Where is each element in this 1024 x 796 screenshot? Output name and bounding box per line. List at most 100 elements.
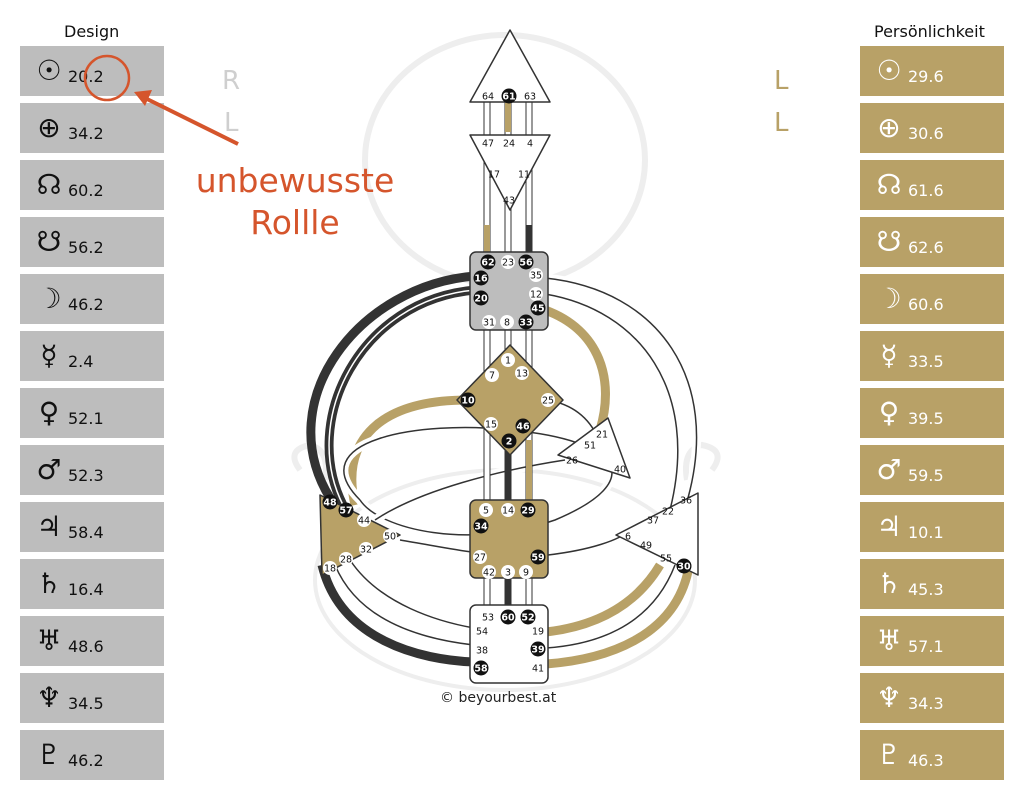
design-planet-value: 46.2 (68, 750, 104, 770)
uranus-icon: ♅ (36, 624, 62, 657)
design-planet-value: 46.2 (68, 294, 104, 314)
gate-46: 46 (515, 418, 531, 434)
gate-17-label: 17 (488, 170, 500, 181)
personality-planet-value: 33.5 (908, 351, 944, 371)
channel-solar-root-inner (545, 562, 664, 637)
personality-planet-value: 61.6 (908, 180, 944, 200)
design-planet-row: ☽ 46.2 (20, 274, 164, 324)
personality-planet-row: ♇46.3 (860, 730, 1004, 780)
gate-12: 12 (529, 287, 543, 301)
design-planet-value: 16.4 (68, 579, 104, 599)
gate-41: 41 (532, 664, 544, 675)
gate-51-label: 51 (584, 441, 596, 452)
gate-4-label: 4 (527, 139, 533, 150)
gate-9-marker (519, 565, 533, 579)
personality-planet-value: 34.3 (908, 693, 944, 713)
north-node-icon: ☊ (876, 168, 902, 201)
gate-8-marker (500, 315, 514, 329)
personality-planet-value: 30.6 (908, 123, 944, 143)
gate-25-label: 25 (542, 396, 554, 407)
design-planet-value: 34.2 (68, 123, 104, 143)
gate-48-marker (322, 494, 338, 510)
gate-63: 63 (524, 92, 536, 103)
gate-37: 37 (647, 516, 659, 527)
design-arrow-top: R (222, 66, 241, 96)
design-planet-row: ⊕34.2 (20, 103, 164, 153)
personality-planet-value: 45.3 (908, 579, 944, 599)
gate-41-label: 41 (532, 664, 544, 675)
annotation-text: unbewusste Rollle (175, 160, 415, 244)
channel-solar-root-outer (545, 559, 695, 669)
gate-34-label: 34 (474, 522, 488, 533)
gate-7: 7 (485, 368, 499, 382)
gate-44-label: 44 (358, 516, 370, 527)
channel-ego-throat (543, 305, 610, 432)
gate-22-label: 22 (662, 507, 674, 518)
personality-planet-row: ♀39.5 (860, 388, 1004, 438)
personality-planet-row: ☉29.6 (860, 46, 1004, 96)
gate-42-marker (482, 565, 496, 579)
gate-36: 36 (680, 496, 692, 507)
gate-32-marker (359, 542, 373, 556)
gate-18-marker (323, 561, 337, 575)
gate-1: 1 (501, 353, 515, 367)
gate-64-label: 64 (482, 92, 494, 103)
gate-57-label: 57 (339, 506, 352, 517)
personality-planet-row: ♂59.5 (860, 445, 1004, 495)
gate-28: 28 (339, 552, 353, 566)
moon-icon: ☽ (36, 282, 62, 315)
gate-50-label: 50 (384, 532, 396, 543)
gate-39: 39 (530, 641, 546, 657)
design-planet-row: ♂52.3 (20, 445, 164, 495)
gate-1-marker (501, 353, 515, 367)
gate-45: 45 (530, 300, 546, 316)
centers (319, 29, 699, 684)
gate-26: 26 (566, 456, 578, 467)
gate-50: 50 (383, 529, 397, 543)
north-node-icon: ☊ (36, 168, 62, 201)
gate-1-label: 1 (505, 356, 511, 367)
gate-61-marker (501, 88, 517, 104)
gate-16-marker (473, 270, 489, 286)
gate-25-marker (541, 393, 555, 407)
gate-59: 59 (530, 549, 546, 565)
gate-2-label: 2 (506, 437, 513, 448)
channel-spleen-root-outer (317, 563, 475, 667)
personality-planet-row: ♆34.3 (860, 673, 1004, 723)
gate-7-marker (485, 368, 499, 382)
gate-5-label: 5 (483, 506, 489, 517)
gate-59-marker (530, 549, 546, 565)
gate-49: 49 (640, 541, 652, 552)
gate-56-marker (518, 254, 534, 270)
gate-13-label: 13 (516, 369, 528, 380)
personality-planet-row: ☋62.6 (860, 217, 1004, 267)
gate-34-marker (473, 518, 489, 534)
personality-arrow-top: L (774, 66, 789, 96)
gate-32-label: 32 (360, 545, 372, 556)
gate-30: 30 (676, 558, 692, 574)
gate-3-label: 3 (505, 568, 511, 579)
gate-27-label: 27 (474, 553, 486, 564)
neptune-icon: ♆ (36, 681, 62, 714)
uranus-icon: ♅ (876, 624, 902, 657)
gate-55: 55 (660, 554, 672, 565)
personality-planet-value: 10.1 (908, 522, 944, 542)
gate-51: 51 (584, 441, 596, 452)
gate-57: 57 (338, 502, 354, 518)
gate-43-label: 43 (503, 196, 515, 207)
gate-28-label: 28 (340, 555, 352, 566)
gate-24-label: 24 (503, 139, 515, 150)
gate-3: 3 (501, 565, 515, 579)
gate-5-marker (479, 503, 493, 517)
gate-60: 60 (500, 609, 516, 625)
gate-40-label: 40 (614, 465, 626, 476)
gate-33-label: 33 (519, 318, 532, 329)
gate-35-marker (529, 268, 543, 282)
gate-20-label: 20 (474, 294, 488, 305)
gate-16: 16 (473, 270, 489, 286)
gate-46-label: 46 (516, 422, 530, 433)
sun-icon: ☉ (36, 54, 62, 87)
personality-planet-value: 39.5 (908, 408, 944, 428)
gate-18: 18 (323, 561, 337, 575)
